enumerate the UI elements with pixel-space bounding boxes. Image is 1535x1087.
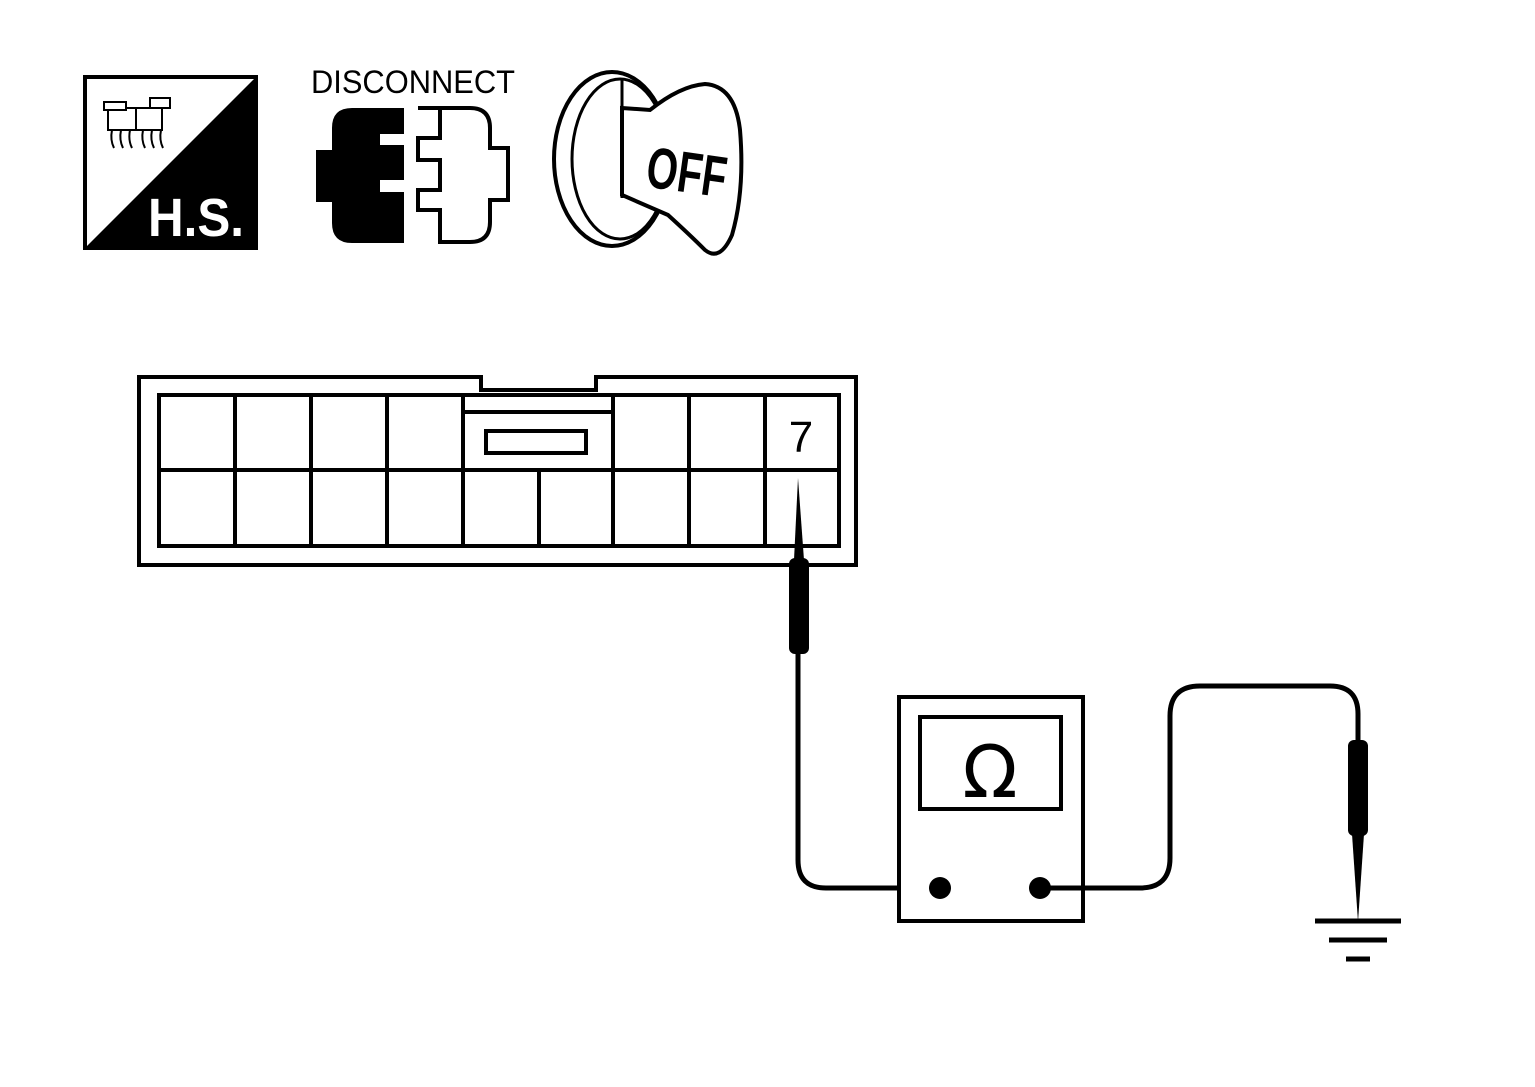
disconnect-icon: DISCONNECT [311,64,515,244]
ohm-symbol: Ω [962,730,1017,814]
terminal-number-label: 7 [789,413,813,462]
connector-cavities [157,393,841,548]
ignition-off-label: OFF [643,135,731,211]
ground-probe [1040,683,1368,922]
ground-symbol [1315,918,1401,962]
terminal-probe [789,478,940,891]
meter-terminal-left [929,877,951,899]
disconnect-label: DISCONNECT [311,64,515,100]
harness-side-label: H.S. [148,188,244,248]
connector-lock-slot [484,429,588,455]
ignition-off-icon: OFF [552,70,744,256]
ohmmeter: Ω [897,695,1085,923]
connector-face: 7 [137,375,858,567]
harness-side-icon: H.S. [83,75,258,250]
